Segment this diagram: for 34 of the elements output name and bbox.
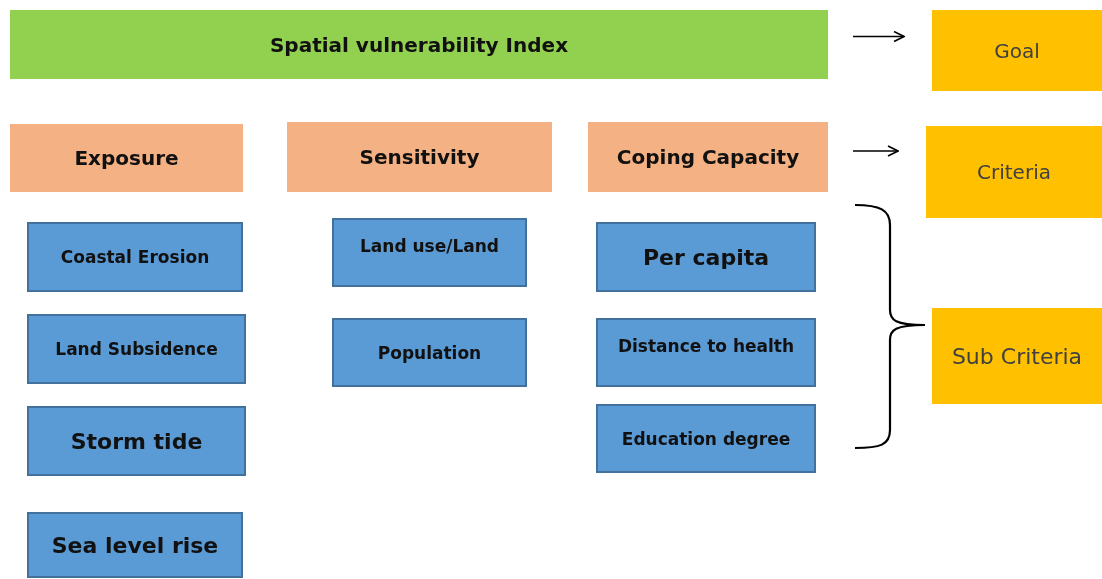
label-text: Spatial vulnerability Index [269,32,569,57]
indicator-box [27,314,246,384]
label-text: Goal [994,38,1040,63]
label-text: Land Subsidence [55,339,218,359]
level-tag [932,308,1102,404]
criteria-header [287,122,552,192]
level-tag [926,126,1102,218]
arrow [852,145,899,157]
label-text: Education degree [621,428,791,449]
indicator-box [332,318,527,387]
indicator-box [27,406,246,476]
indicator-box [27,222,243,292]
criteria-header [588,122,828,192]
indicator-box [596,222,816,292]
criteria-header [10,124,243,192]
goal-bar [10,10,828,79]
label-text: Sub Criteria [951,343,1083,369]
level-tag [932,10,1102,91]
label-text: Coastal Erosion [60,247,210,267]
indicator-box [596,404,816,473]
label-text: Population [377,342,482,363]
label-text: Sea level rise [51,532,219,558]
indicator-box [332,218,527,287]
label-text: Per capita [642,244,770,270]
indicator-box [596,318,816,387]
label-text: Criteria [977,160,1051,184]
label-text: Exposure [74,146,179,170]
label-text: Coping Capacity [616,145,800,169]
indicator-box [27,512,243,578]
arrow [852,30,905,43]
label-text: Distance to health [617,336,795,356]
label-text: Storm tide [70,428,203,454]
label-text: Sensitivity [359,145,480,169]
label-text: Land use/Land [360,236,499,256]
